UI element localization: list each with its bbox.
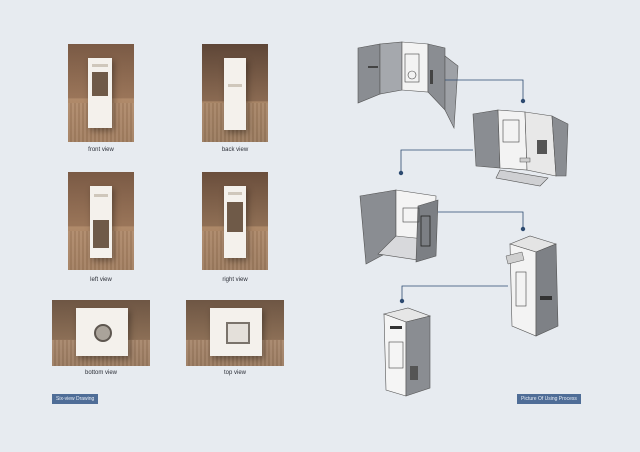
left-view-caption: left view — [90, 277, 112, 283]
process-step-3 — [359, 189, 439, 265]
connector-3 — [438, 211, 524, 228]
back-view-photo — [202, 44, 268, 142]
top-view-photo — [186, 300, 284, 366]
bottom-view-photo — [52, 300, 150, 366]
connector-1-dot — [520, 98, 526, 104]
connector-2-dot — [398, 170, 404, 176]
back-view-caption: back view — [221, 147, 249, 153]
left-view-photo — [68, 172, 134, 270]
connector-4 — [401, 285, 508, 300]
connector-1 — [445, 79, 524, 100]
front-view-photo — [68, 44, 134, 142]
top-view-caption: top view — [223, 370, 246, 376]
connector-3-dot — [520, 226, 526, 232]
process-step-4 — [505, 235, 559, 337]
right-view-photo — [202, 172, 268, 270]
front-view-caption: front view — [88, 147, 114, 153]
right-view-caption: right view — [222, 277, 248, 283]
connector-4-dot — [399, 298, 405, 304]
process-step-2 — [472, 109, 569, 187]
connector-2 — [400, 149, 473, 172]
six-view-drawing-tag: Six-view Drawing — [52, 394, 99, 404]
bottom-view-caption: bottom view — [84, 370, 117, 376]
process-step-1 — [357, 41, 459, 130]
using-process-tag: Picture Of Using Process — [517, 394, 581, 404]
process-step-5 — [382, 307, 432, 397]
